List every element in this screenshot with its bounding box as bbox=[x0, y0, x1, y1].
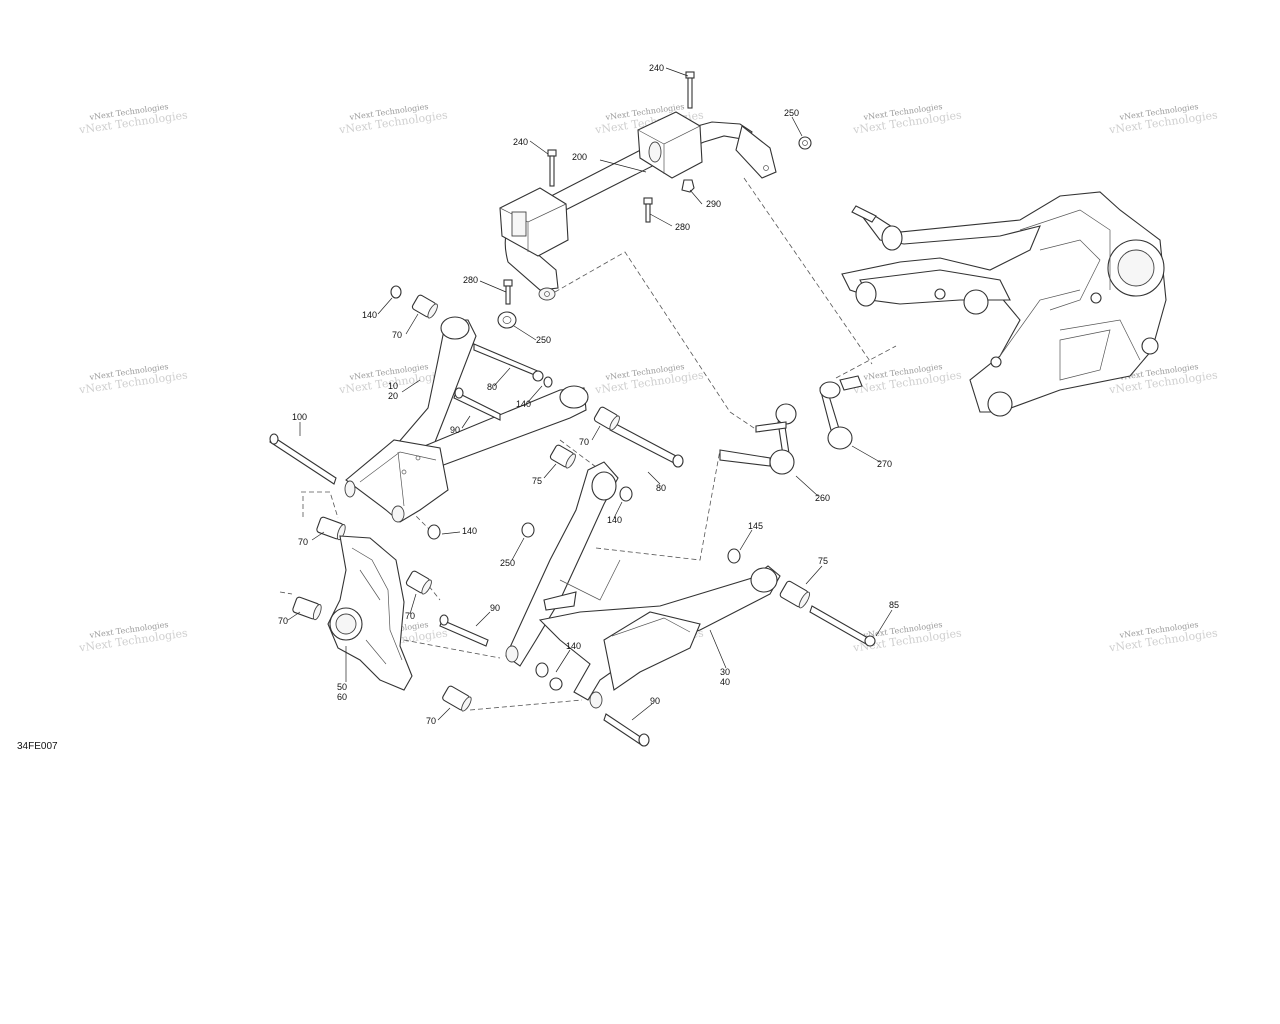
callout-240: 240 bbox=[513, 137, 528, 147]
callouts: 240 240 200 250 290 280 280 250 140 70 8… bbox=[278, 63, 899, 726]
callout-280: 280 bbox=[463, 275, 478, 285]
guide-line bbox=[404, 504, 431, 531]
callout-60: 60 bbox=[337, 692, 347, 702]
callout-140: 140 bbox=[516, 399, 531, 409]
callout-90: 90 bbox=[650, 696, 660, 706]
callout-85: 85 bbox=[889, 600, 899, 610]
guide-line bbox=[403, 639, 501, 659]
callout-280: 280 bbox=[675, 222, 690, 232]
callout-290: 290 bbox=[706, 199, 721, 209]
guide-line bbox=[279, 591, 293, 595]
callout-40: 40 bbox=[720, 677, 730, 687]
guide-line bbox=[595, 449, 721, 561]
callout-90: 90 bbox=[490, 603, 500, 613]
callout-30: 30 bbox=[720, 667, 730, 677]
callout-70: 70 bbox=[405, 611, 415, 621]
knuckle-support bbox=[327, 535, 413, 691]
bushing-bracket-left bbox=[499, 187, 569, 257]
bolts-and-nuts-top bbox=[497, 71, 812, 329]
callout-250: 250 bbox=[784, 108, 799, 118]
callout-90: 90 bbox=[450, 425, 460, 435]
callout-10: 10 bbox=[388, 381, 398, 391]
callout-75: 75 bbox=[818, 556, 828, 566]
callout-145: 145 bbox=[748, 521, 763, 531]
lower-a-arm bbox=[505, 461, 781, 709]
stabilizer-links bbox=[719, 375, 863, 475]
callout-140: 140 bbox=[462, 526, 477, 536]
callout-250: 250 bbox=[500, 558, 515, 568]
guide-line bbox=[469, 699, 583, 711]
guide-line bbox=[835, 345, 897, 379]
lower-arm-hardware bbox=[439, 486, 876, 747]
guide-line bbox=[559, 439, 601, 471]
guide-line bbox=[301, 491, 339, 519]
callout-240: 240 bbox=[649, 63, 664, 73]
callout-200: 200 bbox=[572, 152, 587, 162]
assembled-suspension bbox=[841, 191, 1167, 417]
callout-140: 140 bbox=[607, 515, 622, 525]
callout-70: 70 bbox=[298, 537, 308, 547]
guide-line bbox=[743, 177, 873, 365]
upper-a-arm bbox=[344, 316, 589, 523]
callout-250: 250 bbox=[536, 335, 551, 345]
callout-70: 70 bbox=[278, 616, 288, 626]
callout-70: 70 bbox=[392, 330, 402, 340]
callout-270: 270 bbox=[877, 459, 892, 469]
callout-100: 100 bbox=[292, 412, 307, 422]
callout-20: 20 bbox=[388, 391, 398, 401]
callout-75: 75 bbox=[532, 476, 542, 486]
callout-80: 80 bbox=[656, 483, 666, 493]
callout-70: 70 bbox=[426, 716, 436, 726]
callout-50: 50 bbox=[337, 682, 347, 692]
leader-lines bbox=[287, 67, 893, 721]
assembly-guides bbox=[279, 177, 897, 711]
upper-arm-hardware bbox=[269, 285, 684, 540]
callout-70: 70 bbox=[579, 437, 589, 447]
callout-140: 140 bbox=[566, 641, 581, 651]
figure-code: 34FE007 bbox=[17, 741, 58, 752]
guide-line bbox=[547, 251, 761, 433]
bushing-bracket-right bbox=[637, 111, 703, 179]
callout-140: 140 bbox=[362, 310, 377, 320]
callout-80: 80 bbox=[487, 382, 497, 392]
callout-260: 260 bbox=[815, 493, 830, 503]
